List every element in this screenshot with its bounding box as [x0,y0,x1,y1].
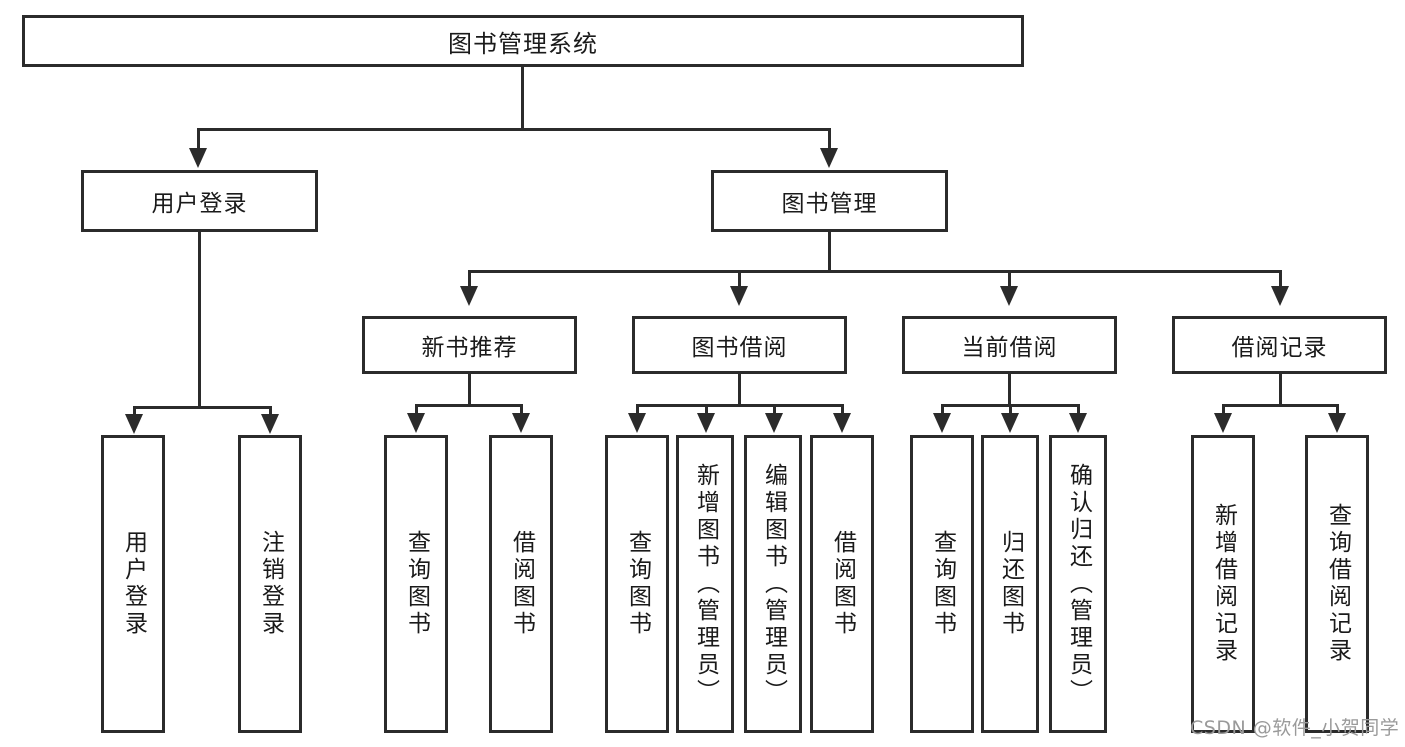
connector-to-leaf-bb-add-book [705,404,708,415]
arrowhead-new-book-recommend [460,286,478,306]
connector-to-leaf-cb-query-book [941,404,944,415]
arrowhead-leaf-cb-query-book [933,413,951,433]
connector-to-leaf-br-add-record [1222,404,1225,415]
connector-new-book-recommend-stem [468,374,471,406]
arrowhead-leaf-bb-borrow-book [833,413,851,433]
leaf-label: 查询借阅记录 [1324,503,1351,665]
connector-to-current-borrow [1008,270,1011,288]
node-user-login[interactable]: 用户登录 [81,170,318,232]
connector-current-borrow-stem [1008,374,1011,406]
node-label: 当前借阅 [961,335,1058,361]
connector-to-leaf-cb-confirm-return [1077,404,1080,415]
leaf-label: 确认归还（管理员） [1065,462,1092,706]
connector-to-book-borrow [738,270,741,288]
watermark-text: CSDN @软件_小贺同学 [1190,717,1400,739]
node-label: 用户登录 [151,191,248,217]
arrowhead-leaf-user-login [125,414,143,434]
leaf-cb-query-book[interactable]: 查询图书 [910,435,974,733]
arrowhead-leaf-br-query-record [1328,413,1346,433]
connector-book-management-stem [828,232,831,272]
connector-to-leaf-user-login [133,406,136,416]
connector-to-user-login [197,128,200,150]
leaf-label: 归还图书 [997,530,1024,638]
connector-to-leaf-nbr-borrow-book [520,404,523,415]
node-root-book-management-system[interactable]: 图书管理系统 [22,15,1024,67]
leaf-bb-borrow-book[interactable]: 借阅图书 [810,435,874,733]
node-label: 图书管理系统 [448,29,598,58]
leaf-label: 注销登录 [257,530,284,638]
node-label: 图书管理 [781,191,878,217]
connector-new-book-recommend-leaf-bus [415,404,523,407]
arrowhead-leaf-br-add-record [1214,413,1232,433]
arrowhead-current-borrow [1000,286,1018,306]
arrowhead-borrow-record [1271,286,1289,306]
connector-user-login-stem [198,232,201,408]
node-label: 图书借阅 [691,335,788,361]
leaf-label: 查询图书 [624,530,651,638]
arrowhead-leaf-bb-add-book [697,413,715,433]
connector-level3-bus [468,270,1282,273]
arrowhead-leaf-logout [261,414,279,434]
leaf-label: 新增借阅记录 [1210,503,1237,665]
leaf-label: 新增图书（管理员） [692,462,719,706]
connector-to-new-book-recommend [468,270,471,288]
connector-borrow-record-leaf-bus [1222,404,1339,407]
arrowhead-to-book-management [820,148,838,168]
connector-to-borrow-record [1279,270,1282,288]
leaf-logout[interactable]: 注销登录 [238,435,302,733]
connector-to-leaf-bb-query-book [636,404,639,415]
arrowhead-leaf-nbr-borrow-book [512,413,530,433]
leaf-label: 借阅图书 [508,530,535,638]
connector-to-leaf-nbr-query-book [415,404,418,415]
connector-root-stem [521,67,524,129]
connector-to-leaf-bb-edit-book [773,404,776,415]
node-book-management[interactable]: 图书管理 [711,170,948,232]
arrowhead-leaf-cb-return-book [1001,413,1019,433]
leaf-br-add-record[interactable]: 新增借阅记录 [1191,435,1255,733]
leaf-cb-confirm-return[interactable]: 确认归还（管理员） [1049,435,1107,733]
connector-to-leaf-br-query-record [1336,404,1339,415]
connector-book-borrow-leaf-bus [636,404,844,407]
node-book-borrow[interactable]: 图书借阅 [632,316,847,374]
connector-to-leaf-logout [269,406,272,416]
node-new-book-recommend[interactable]: 新书推荐 [362,316,577,374]
arrowhead-leaf-cb-confirm-return [1069,413,1087,433]
arrowhead-book-borrow [730,286,748,306]
connector-user-login-leaf-bus [133,406,272,409]
connector-to-leaf-bb-borrow-book [841,404,844,415]
node-borrow-record[interactable]: 借阅记录 [1172,316,1387,374]
connector-level2-bus [197,128,831,131]
connector-to-leaf-cb-return-book [1009,404,1012,415]
connector-book-borrow-stem [738,374,741,406]
arrowhead-leaf-nbr-query-book [407,413,425,433]
leaf-label: 编辑图书（管理员） [760,462,787,706]
node-current-borrow[interactable]: 当前借阅 [902,316,1117,374]
node-label: 新书推荐 [421,335,518,361]
node-label: 借阅记录 [1231,335,1328,361]
leaf-bb-add-book[interactable]: 新增图书（管理员） [676,435,734,733]
leaf-label: 用户登录 [120,530,147,638]
leaf-bb-edit-book[interactable]: 编辑图书（管理员） [744,435,802,733]
leaf-bb-query-book[interactable]: 查询图书 [605,435,669,733]
leaf-user-login[interactable]: 用户登录 [101,435,165,733]
leaf-nbr-query-book[interactable]: 查询图书 [384,435,448,733]
connector-borrow-record-stem [1279,374,1282,406]
leaf-nbr-borrow-book[interactable]: 借阅图书 [489,435,553,733]
leaf-label: 查询图书 [929,530,956,638]
leaf-cb-return-book[interactable]: 归还图书 [981,435,1039,733]
connector-to-book-management [828,128,831,150]
leaf-br-query-record[interactable]: 查询借阅记录 [1305,435,1369,733]
leaf-label: 借阅图书 [829,530,856,638]
leaf-label: 查询图书 [403,530,430,638]
arrowhead-leaf-bb-query-book [628,413,646,433]
arrowhead-leaf-bb-edit-book [765,413,783,433]
arrowhead-to-user-login [189,148,207,168]
